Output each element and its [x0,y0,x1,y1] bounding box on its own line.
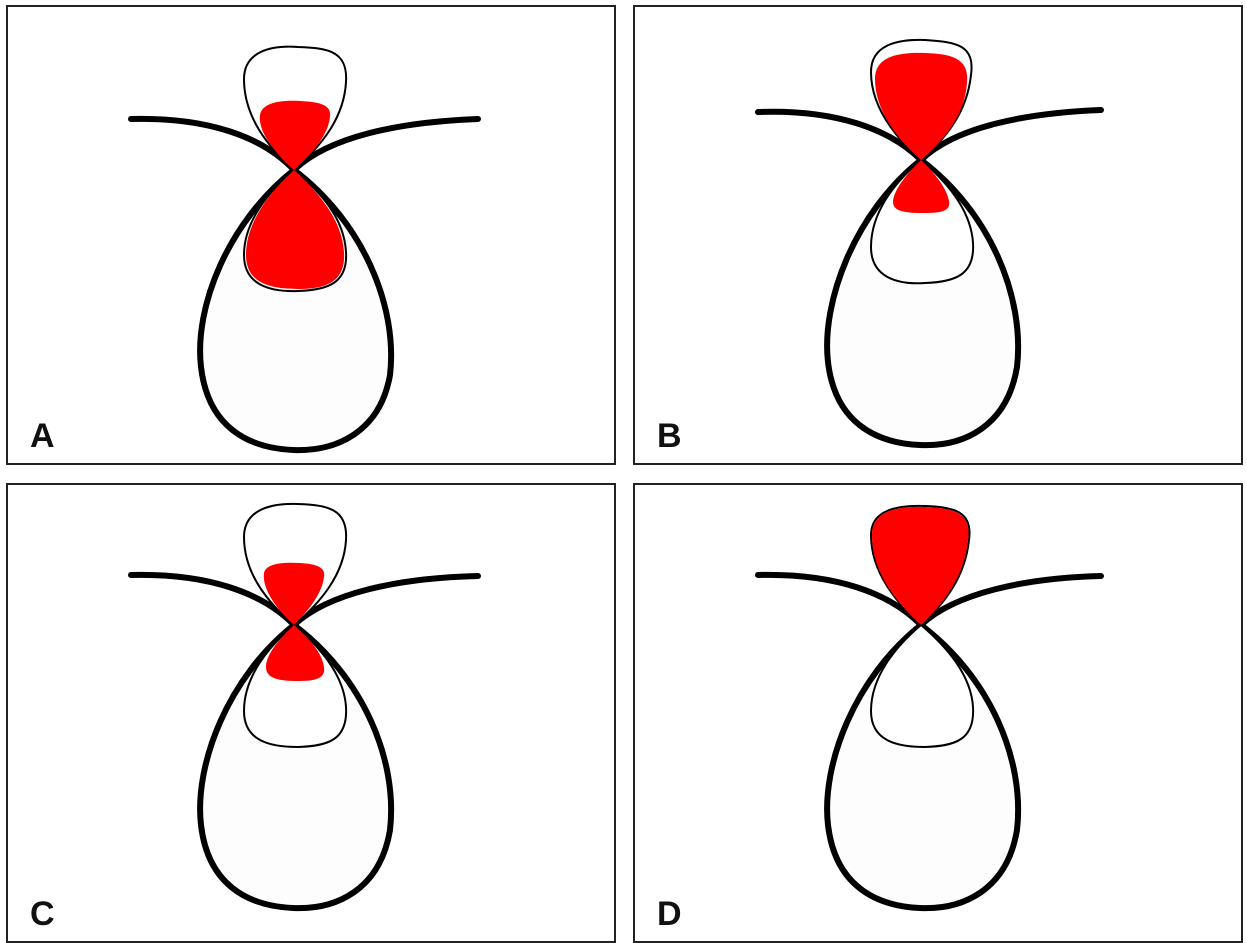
panel-d: D [633,483,1243,943]
upper-red-fill [872,506,969,625]
panel-c: C [6,483,616,943]
lower-red-fill [893,160,950,213]
upper-red-fill [259,100,331,170]
panel-label-a: A [30,417,55,455]
upper-red-fill [263,562,325,625]
panel-label-b: B [657,417,682,455]
panel-label-c: C [30,895,55,933]
lower-lobe-outline [869,623,975,749]
lower-red-fill [266,625,325,681]
diagram-b [755,38,1104,449]
upper-red-fill [875,52,968,160]
lower-red-fill [246,170,345,289]
diagram-c [128,502,481,912]
panel-a: A [6,5,616,465]
panel-label-d: D [657,895,682,933]
diagram-a [128,45,481,454]
diagram-d [755,504,1104,912]
panel-b: B [633,5,1243,465]
